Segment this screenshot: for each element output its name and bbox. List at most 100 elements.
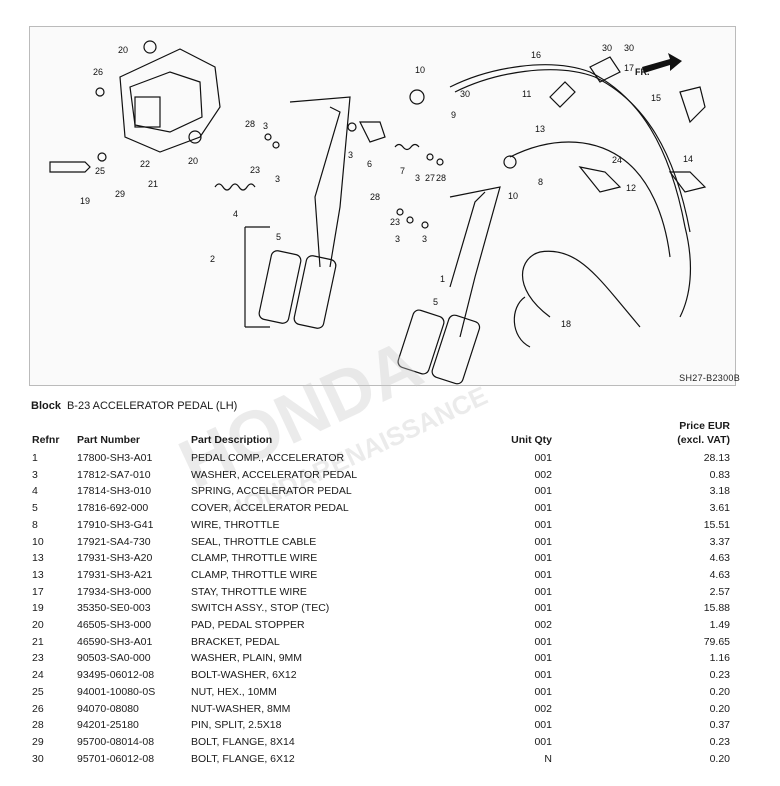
price-cell: 1.49 — [709, 619, 730, 631]
col-header-part-number: Part Number — [77, 434, 141, 446]
unit-qty-cell: 001 — [534, 652, 552, 665]
part-number-cell: 17931-SH3-A20 — [77, 552, 153, 565]
description-cell: NUT, HEX., 10MM — [191, 685, 277, 698]
svg-text:10: 10 — [415, 65, 425, 75]
svg-text:3: 3 — [263, 121, 268, 131]
description-cell: WASHER, PLAIN, 9MM — [191, 652, 303, 665]
refnr-cell: 4 — [32, 485, 38, 498]
exploded-parts-diagram: FR. 20 26 25 19 29 22 21 20 28 3 23 3 4 … — [29, 26, 736, 386]
description-cell: PAD, PEDAL STOPPER — [191, 619, 305, 631]
refnr-cell: 21 — [32, 635, 44, 648]
svg-text:15: 15 — [651, 93, 661, 103]
refnr-cell: 30 — [32, 752, 44, 765]
unit-qty-cell: 001 — [534, 585, 552, 598]
part-number-cell: 95700-08014-08 — [77, 735, 155, 748]
unit-qty-cell: 002 — [534, 468, 552, 481]
diagram-code: SH27-B2300B — [679, 373, 740, 383]
price-cell: 3.18 — [709, 485, 730, 498]
svg-text:19: 19 — [80, 196, 90, 206]
price-cell: 0.20 — [709, 702, 730, 715]
unit-qty-cell: 001 — [534, 568, 552, 581]
refnr-cell: 10 — [32, 535, 44, 548]
description-cell: BRACKET, PEDAL — [191, 635, 280, 648]
refnr-cell: 13 — [32, 568, 44, 581]
part-number-cell: 94070-08080 — [77, 702, 139, 715]
svg-text:20: 20 — [188, 156, 198, 166]
unit-qty-cell: 001 — [534, 602, 552, 615]
svg-text:20: 20 — [118, 45, 128, 55]
svg-text:3: 3 — [415, 173, 420, 183]
description-cell: BOLT-WASHER, 6X12 — [191, 669, 297, 682]
unit-qty-cell: 001 — [534, 685, 552, 698]
part-number-cell: 17934-SH3-000 — [77, 585, 152, 598]
price-cell: 1.16 — [709, 652, 730, 665]
description-cell: PEDAL COMP., ACCELERATOR — [191, 452, 345, 464]
unit-qty-cell: 001 — [534, 635, 552, 648]
unit-qty-cell: 001 — [534, 502, 552, 515]
svg-text:28: 28 — [436, 173, 446, 183]
svg-text:3: 3 — [395, 234, 400, 244]
description-cell: CLAMP, THROTTLE WIRE — [191, 568, 318, 581]
price-cell: 79.65 — [703, 635, 730, 648]
refnr-cell: 8 — [32, 518, 38, 531]
unit-qty-cell: 001 — [534, 535, 552, 548]
col-header-unit-qty: Unit Qty — [511, 434, 552, 446]
svg-text:22: 22 — [140, 159, 150, 169]
refnr-cell: 13 — [32, 552, 44, 565]
svg-text:28: 28 — [370, 192, 380, 202]
refnr-cell: 28 — [32, 719, 44, 732]
refnr-cell: 19 — [32, 602, 44, 615]
part-number-cell: 95701-06012-08 — [77, 752, 155, 765]
refnr-cell: 29 — [32, 735, 44, 748]
svg-text:23: 23 — [390, 217, 400, 227]
svg-text:10: 10 — [508, 191, 518, 201]
part-number-cell: 17800-SH3-A01 — [77, 452, 153, 464]
block-label: Block — [31, 400, 61, 412]
description-cell: BOLT, FLANGE, 8X14 — [191, 735, 295, 748]
description-cell: CLAMP, THROTTLE WIRE — [191, 552, 318, 565]
unit-qty-cell: 001 — [534, 669, 552, 682]
part-number-cell: 93495-06012-08 — [77, 669, 155, 682]
front-direction-label: FR. — [635, 67, 650, 77]
price-cell: 15.88 — [703, 602, 730, 615]
svg-text:3: 3 — [275, 174, 280, 184]
col-header-price: Price EUR — [679, 420, 730, 432]
svg-text:13: 13 — [535, 124, 545, 134]
refnr-cell: 17 — [32, 585, 44, 598]
refnr-cell: 1 — [32, 452, 38, 464]
svg-text:23: 23 — [250, 165, 260, 175]
price-cell: 2.57 — [709, 585, 730, 598]
callout-numbers: 20 26 25 19 29 22 21 20 28 3 23 3 4 2 5 … — [80, 43, 693, 329]
col-header-refnr: Refnr — [32, 434, 60, 446]
unit-qty-cell: 001 — [534, 485, 552, 498]
part-number-cell: 17931-SH3-A21 — [77, 568, 153, 581]
description-cell: SPRING, ACCELERATOR PEDAL — [191, 485, 352, 498]
description-cell: WIRE, THROTTLE — [191, 518, 280, 531]
price-cell: 28.13 — [703, 452, 730, 464]
svg-text:24: 24 — [612, 155, 622, 165]
svg-text:16: 16 — [531, 50, 541, 60]
svg-text:25: 25 — [95, 166, 105, 176]
svg-text:5: 5 — [276, 232, 281, 242]
unit-qty-cell: 002 — [534, 702, 552, 715]
